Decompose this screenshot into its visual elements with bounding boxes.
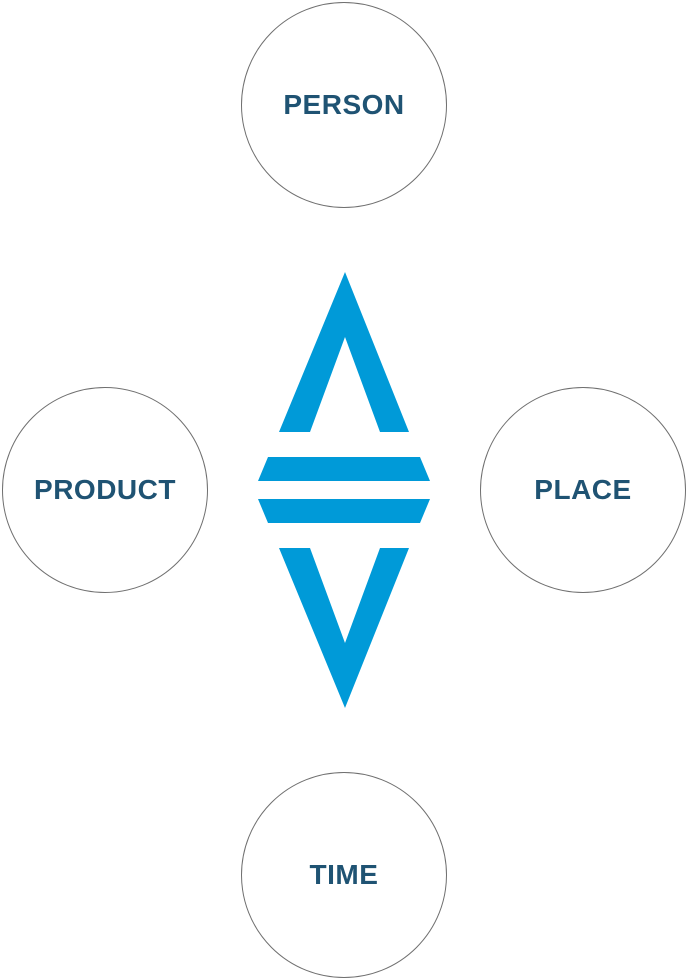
node-place-label: PLACE — [534, 474, 632, 505]
up-triangle-shape — [279, 272, 409, 432]
node-place: PLACE — [480, 387, 686, 593]
node-time-label: TIME — [309, 859, 379, 890]
equals-bottom-bar — [258, 499, 430, 523]
node-product-label: PRODUCT — [34, 474, 176, 505]
down-triangle-shape — [279, 548, 409, 708]
node-person: PERSON — [241, 2, 447, 208]
triangles-equals-icon — [258, 272, 430, 708]
equals-top-bar — [258, 457, 430, 481]
node-time: TIME — [241, 772, 447, 978]
node-product: PRODUCT — [2, 387, 208, 593]
node-person-label: PERSON — [283, 89, 405, 120]
